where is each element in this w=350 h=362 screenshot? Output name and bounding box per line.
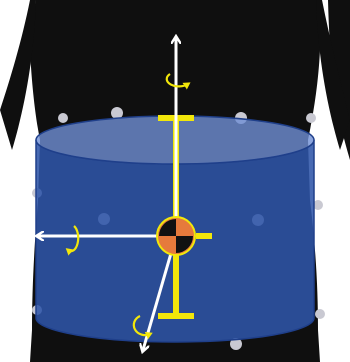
marker [315, 309, 325, 319]
center-of-mass-icon [157, 217, 195, 255]
marker [306, 113, 316, 123]
marker [58, 113, 68, 123]
